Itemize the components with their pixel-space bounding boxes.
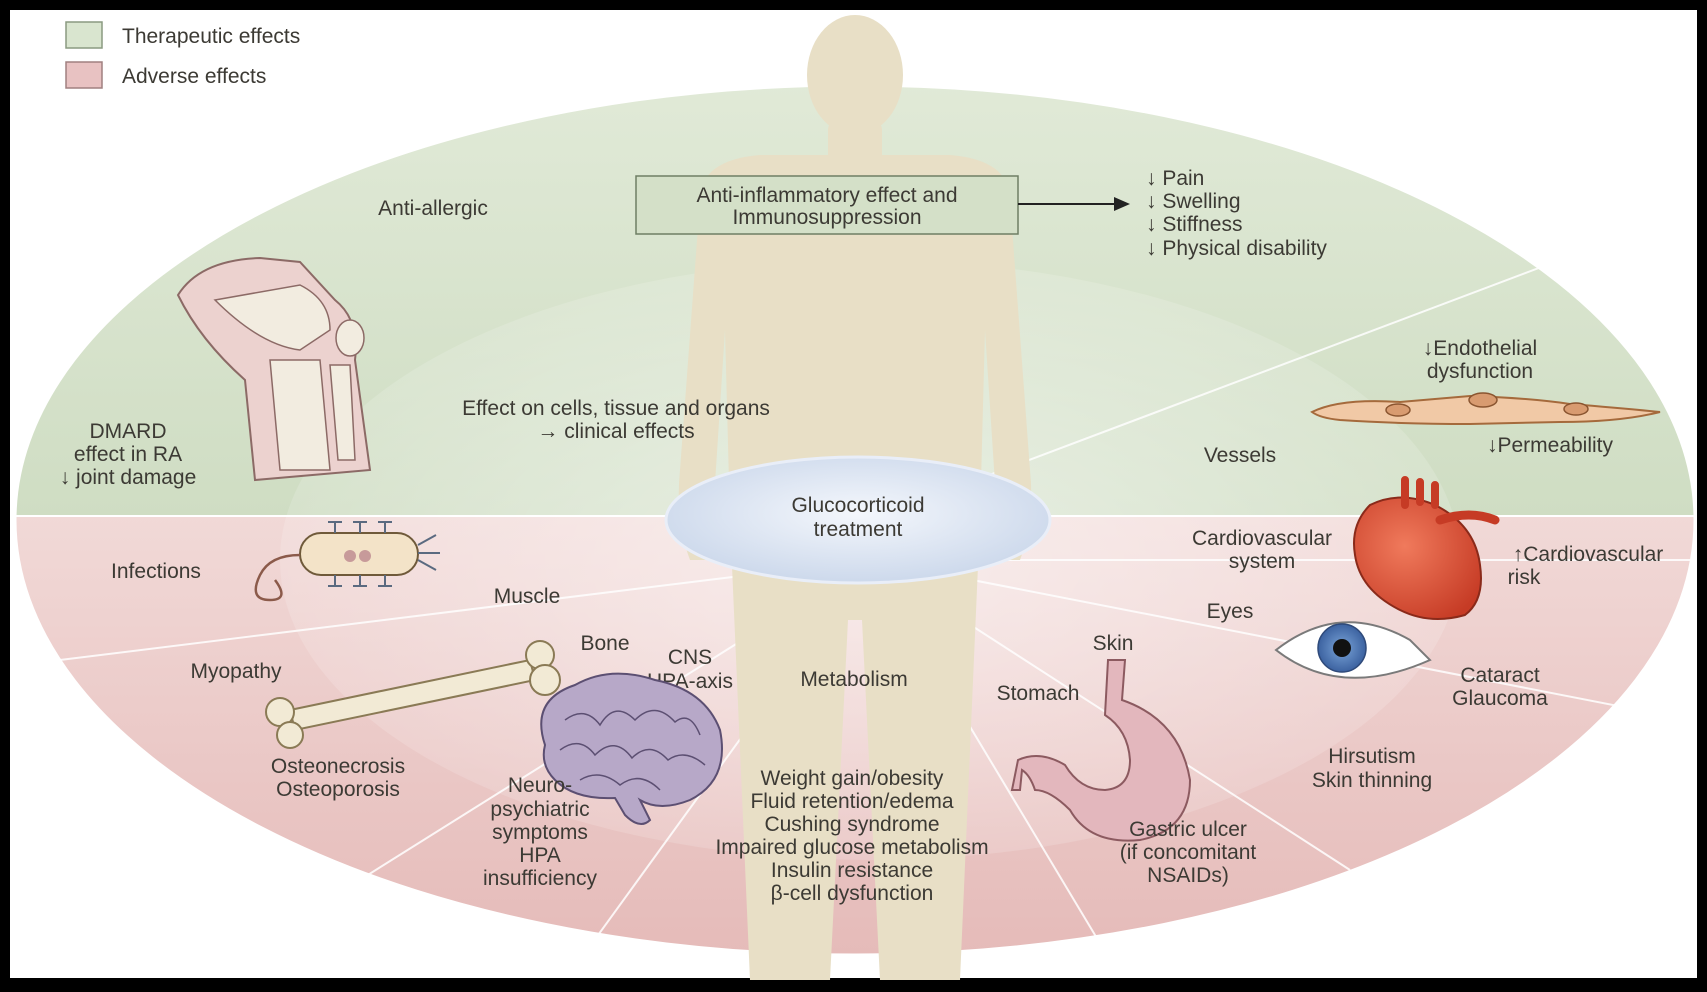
- metabolic-effect-3: Cushing syndrome: [764, 813, 939, 836]
- legend-swatch-therapeutic: [66, 22, 102, 48]
- metabolic-effect-5: Insulin resistance: [771, 859, 933, 882]
- anti-inflammatory-box: Anti-inflammatory effect and Immunosuppr…: [636, 176, 1018, 234]
- muscle-label: Muscle: [494, 585, 561, 608]
- endothelial-line-1: ↓Endothelial: [1423, 337, 1537, 360]
- osteonecrosis-label: Osteonecrosis: [271, 755, 405, 778]
- metabolic-effect-1: Weight gain/obesity: [761, 767, 944, 790]
- anti-allergic-label: Anti-allergic: [378, 197, 488, 220]
- outcome-physical-disability: ↓ Physical disability: [1146, 237, 1327, 260]
- eyes-label: Eyes: [1207, 600, 1254, 623]
- dmard-line-2: effect in RA: [74, 443, 182, 466]
- skin-label: Skin: [1093, 632, 1134, 655]
- cardio-risk-line-1: ↑Cardiovascular: [1513, 543, 1664, 566]
- metabolism-label: Metabolism: [800, 668, 907, 691]
- center-line-1: Glucocorticoid: [791, 494, 924, 517]
- gastric-line-1: Gastric ulcer: [1129, 818, 1247, 841]
- legend-adverse-label: Adverse effects: [122, 65, 266, 88]
- eye-effects-label: Cataract Glaucoma: [1452, 664, 1548, 710]
- outcome-swelling: ↓ Swelling: [1146, 190, 1241, 213]
- neuro-line-2: psychiatric: [490, 798, 589, 821]
- bone-effects-label: Osteonecrosis Osteoporosis: [271, 755, 405, 801]
- permeability-label: ↓Permeability: [1487, 434, 1614, 457]
- vessels-label: Vessels: [1204, 444, 1276, 467]
- neuro-line-5: insufficiency: [483, 867, 598, 890]
- neuro-line-4: HPA: [519, 844, 561, 867]
- skin-thinning-label: Skin thinning: [1312, 769, 1432, 792]
- gastric-line-2: (if concomitant: [1120, 841, 1257, 864]
- neuro-line-1: Neuro-: [508, 774, 572, 797]
- inner-caption-line-1: Effect on cells, tissue and organs: [462, 397, 770, 420]
- neuro-line-3: symptoms: [492, 821, 588, 844]
- box-line-2: Immunosuppression: [732, 206, 921, 229]
- bone-label: Bone: [580, 632, 629, 655]
- outcome-stiffness: ↓ Stiffness: [1146, 213, 1243, 236]
- infections-label: Infections: [111, 560, 201, 583]
- cardio-risk-line-2: risk: [1508, 566, 1541, 589]
- inner-caption-line-2: → clinical effects: [537, 420, 694, 443]
- legend-swatch-adverse: [66, 62, 102, 88]
- cardio-line-1: Cardiovascular: [1192, 527, 1332, 550]
- hirsutism-label: Hirsutism: [1328, 745, 1416, 768]
- center-line-2: treatment: [814, 518, 903, 541]
- cns-line-1: CNS: [668, 646, 712, 669]
- metabolic-effect-4: Impaired glucose metabolism: [715, 836, 988, 859]
- dmard-line-3: ↓ joint damage: [60, 466, 197, 489]
- myopathy-label: Myopathy: [190, 660, 282, 683]
- skin-effects-label: Hirsutism Skin thinning: [1312, 745, 1432, 792]
- glucocorticoid-treatment-node: Glucocorticoid treatment: [666, 457, 1050, 583]
- cardio-line-2: system: [1229, 550, 1296, 573]
- legend-therapeutic-label: Therapeutic effects: [122, 25, 300, 48]
- box-line-1: Anti-inflammatory effect and: [696, 184, 957, 207]
- osteoporosis-label: Osteoporosis: [276, 778, 400, 801]
- endothelial-label: ↓Endothelial dysfunction: [1423, 337, 1537, 383]
- metabolic-effect-2: Fluid retention/edema: [750, 790, 953, 813]
- metabolic-effect-6: β-cell dysfunction: [771, 882, 934, 905]
- cataract-label: Cataract: [1460, 664, 1540, 687]
- dmard-line-1: DMARD: [90, 420, 167, 443]
- stomach-label: Stomach: [997, 682, 1080, 705]
- gastric-line-3: NSAIDs): [1147, 864, 1229, 887]
- endothelial-line-2: dysfunction: [1427, 360, 1533, 383]
- outcome-pain: ↓ Pain: [1146, 167, 1204, 190]
- glaucoma-label: Glaucoma: [1452, 687, 1548, 710]
